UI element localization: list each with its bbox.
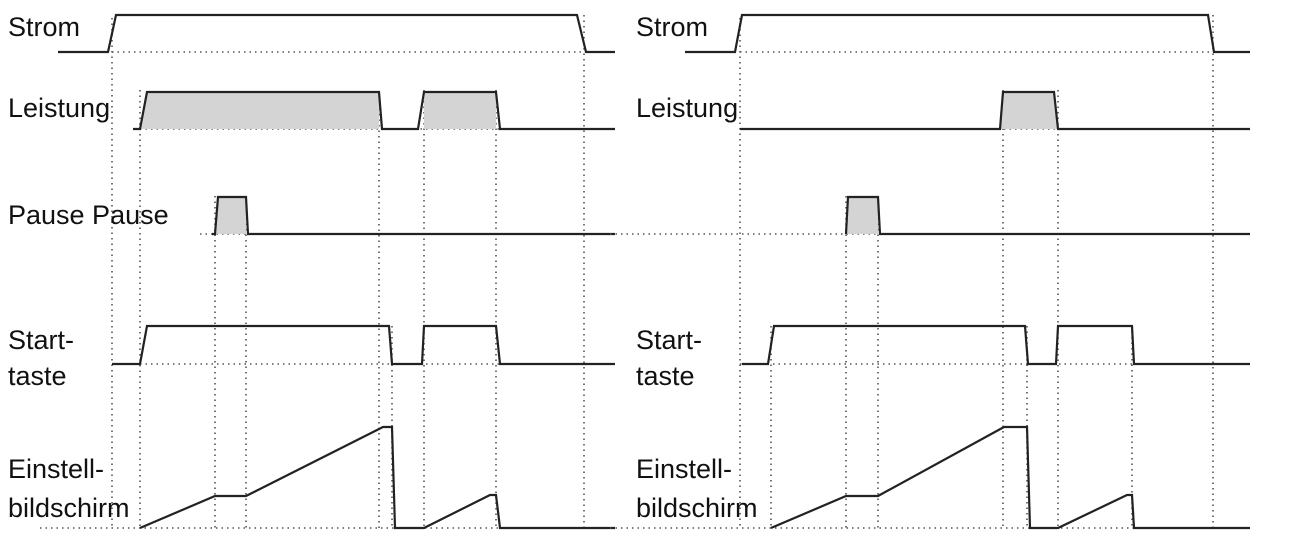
starttaste-signal-left (112, 324, 615, 366)
pause-signal-left (212, 195, 615, 236)
leistung-signal-right (740, 90, 1250, 131)
pause-pulse-left (215, 197, 246, 234)
strom-signal-left (58, 13, 615, 54)
panel-right: Strom Leistung Start- taste Einstell- bi… (610, 12, 1250, 530)
pause-signal-right (844, 195, 1250, 236)
label-start-1-left: Start- (8, 325, 74, 355)
pause-pulse-right (846, 197, 878, 234)
label-start-1-right: Start- (636, 325, 702, 355)
starttaste-signal-right (742, 324, 1250, 366)
label-einstell-2-right: bildschirm (636, 493, 758, 523)
label-einstell-1-right: Einstell- (636, 454, 732, 484)
einstell-signal-right (770, 425, 1250, 530)
leistung-pulse-left-2 (424, 92, 496, 129)
leistung-pulse-right (1000, 92, 1058, 129)
strom-signal-right (685, 13, 1250, 54)
label-strom-left: Strom (8, 12, 80, 42)
leistung-signal-left (133, 90, 615, 131)
leistung-pulse-left-1 (140, 92, 379, 129)
label-start-2-left: taste (8, 361, 67, 391)
label-einstell-2-left: bildschirm (8, 493, 130, 523)
label-einstell-1-left: Einstell- (8, 454, 104, 484)
einstell-signal-left (139, 425, 615, 530)
label-leistung-left: Leistung (8, 93, 110, 123)
panel-left: Strom Leistung Pause Pause Start- taste … (8, 12, 615, 530)
label-start-2-right: taste (636, 361, 695, 391)
label-strom-right: Strom (636, 12, 708, 42)
label-pause-left: Pause Pause (8, 200, 169, 230)
label-leistung-right: Leistung (636, 93, 738, 123)
